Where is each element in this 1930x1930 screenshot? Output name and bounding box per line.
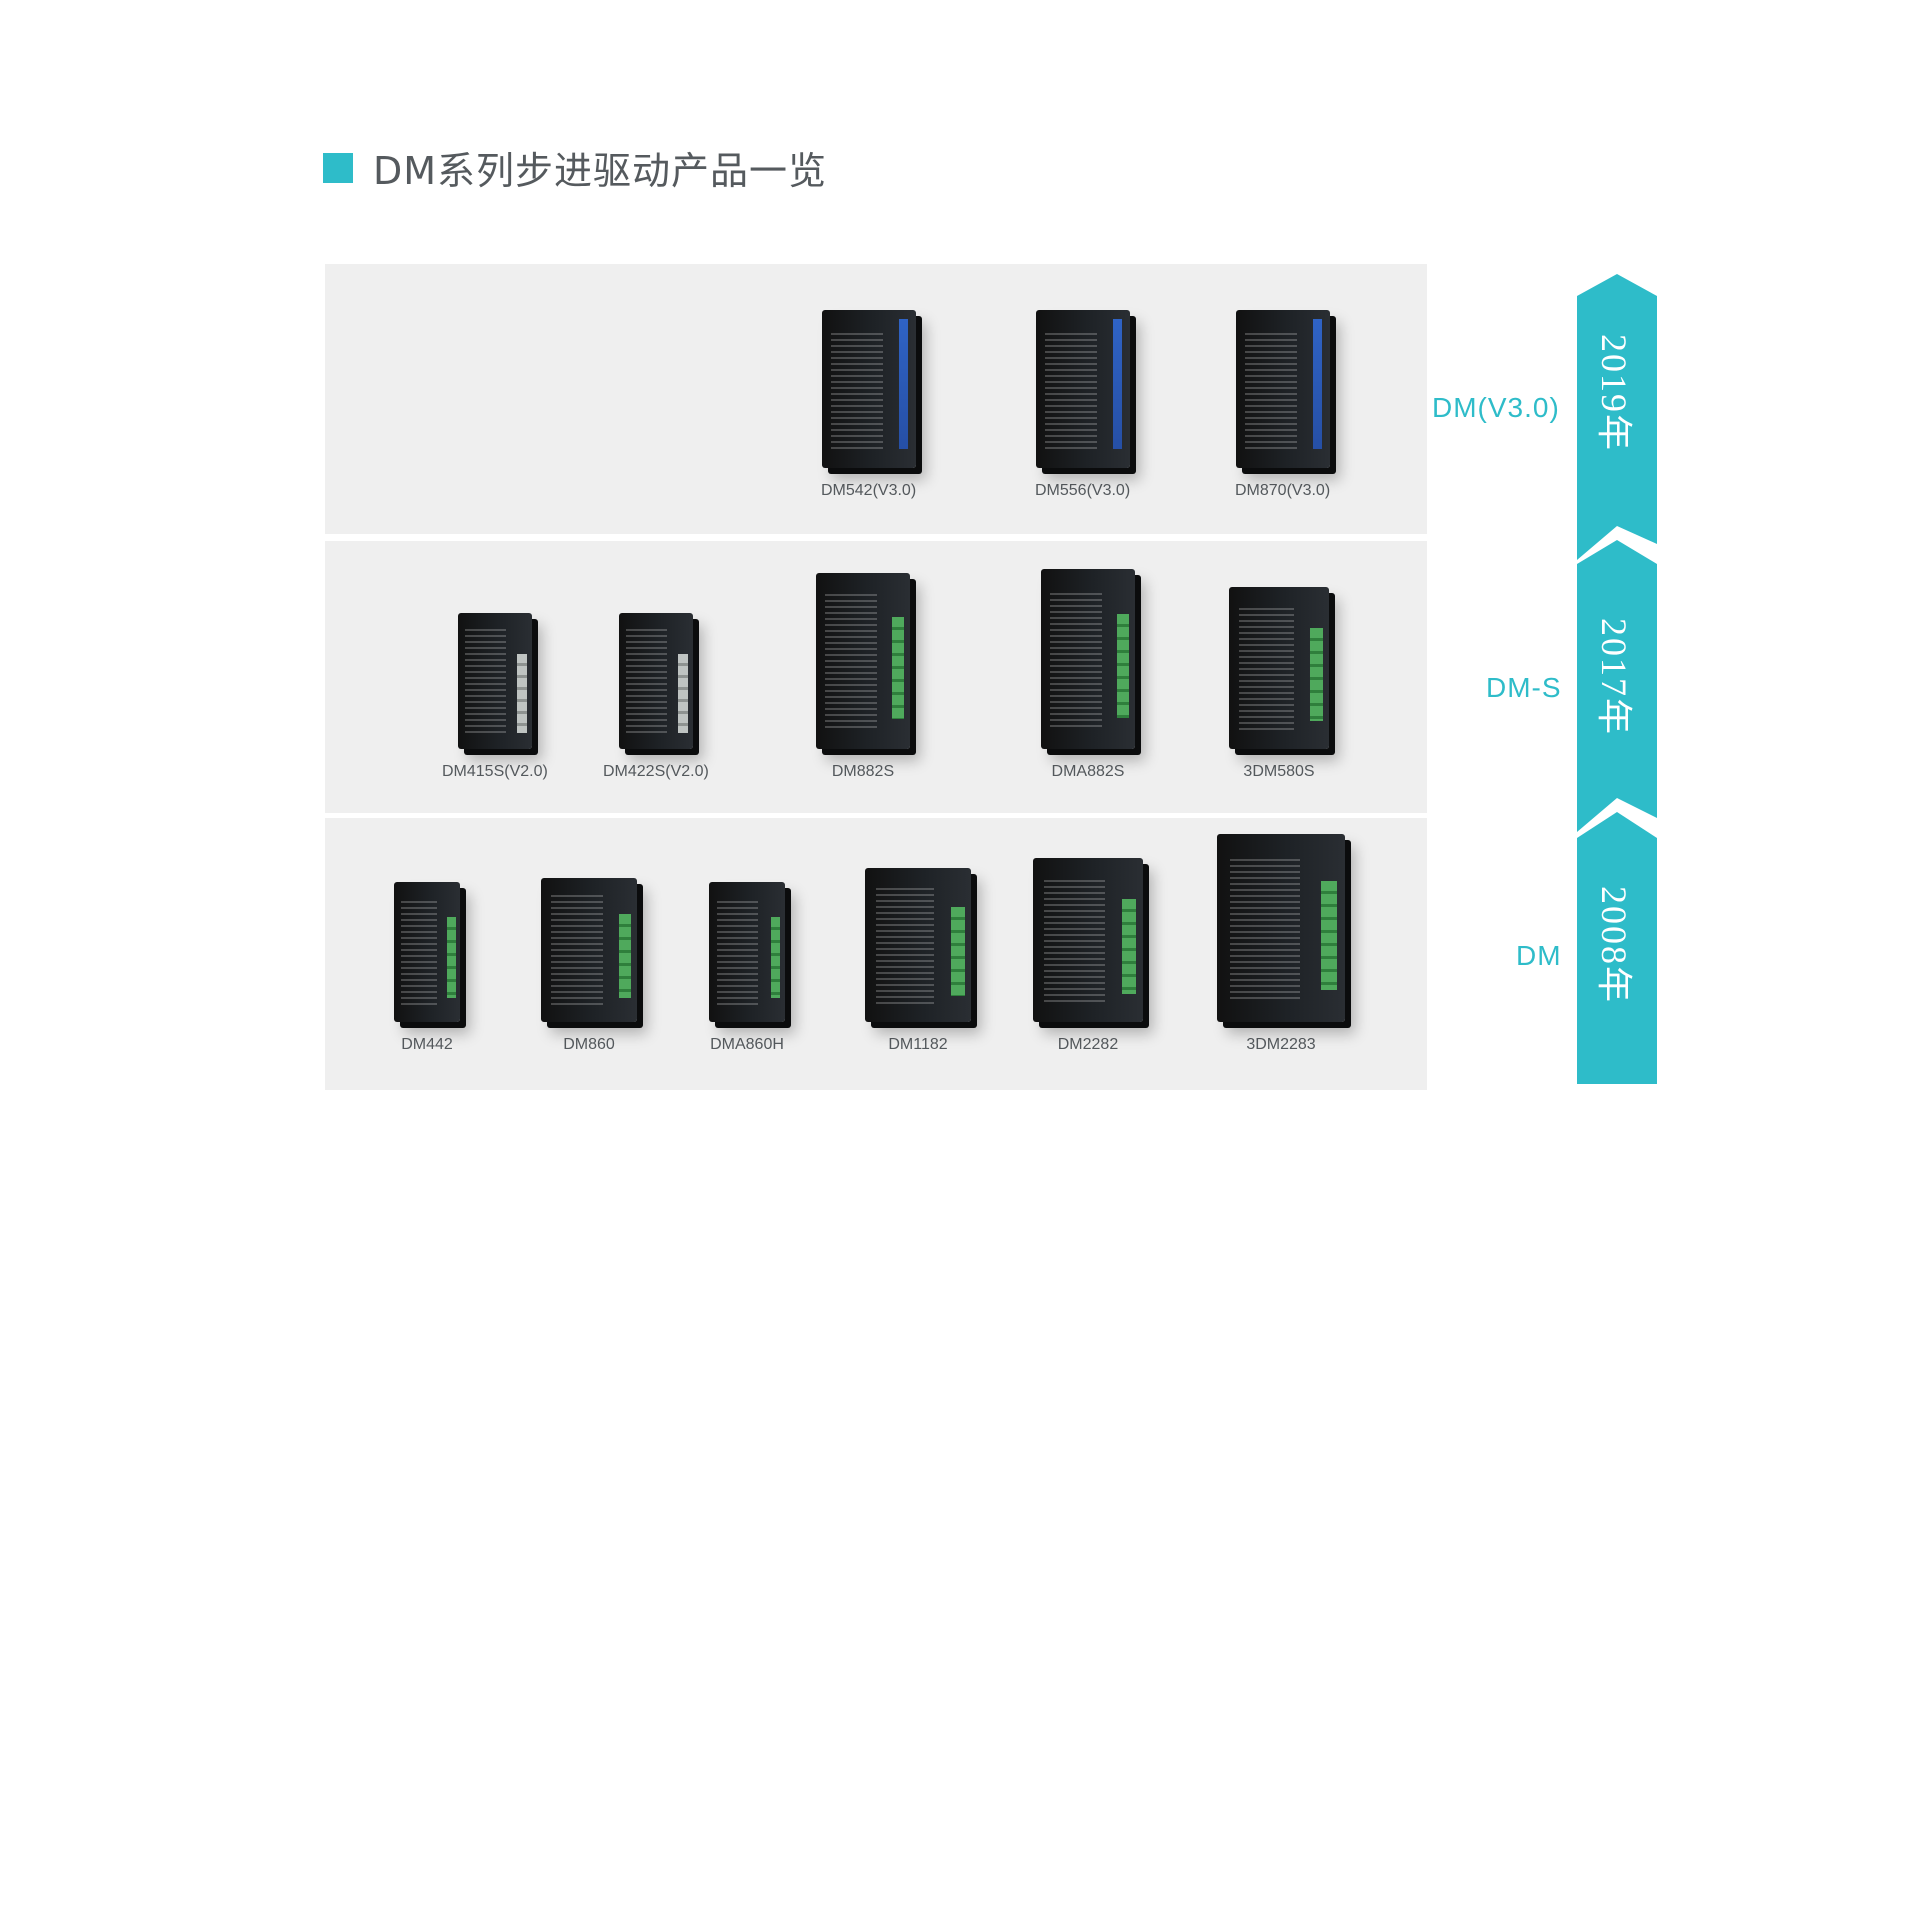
product-card[interactable]: DMA860H [709, 882, 785, 1054]
year-timeline: 2019年 2017年 2008年 [1577, 274, 1657, 1084]
product-image [816, 573, 910, 749]
product-label: DMA860H [710, 1036, 784, 1053]
timeline-segment-2017 [1577, 540, 1657, 832]
product-card[interactable]: 3DM580S [1229, 587, 1329, 781]
product-card[interactable]: DMA882S [1041, 569, 1135, 781]
product-card[interactable]: DM422S(V2.0) [603, 613, 709, 781]
year-label-2008: 2008年 [1594, 886, 1634, 1005]
product-image [1235, 310, 1330, 468]
year-label-2019: 2019年 [1594, 334, 1634, 453]
product-card[interactable]: DM442 [394, 882, 460, 1054]
product-image [709, 882, 785, 1022]
timeline-ribbon [1577, 274, 1657, 1084]
timeline-segment-2008 [1577, 812, 1657, 1084]
product-label: DM422S(V2.0) [603, 763, 709, 780]
product-image [1041, 569, 1135, 749]
product-label: DM2282 [1057, 1036, 1119, 1053]
product-card[interactable]: 3DM2283 [1217, 834, 1345, 1054]
product-image [1229, 587, 1329, 749]
series-label-dm: DM [1516, 940, 1562, 971]
product-card[interactable]: DM860 [541, 878, 637, 1054]
product-image [394, 882, 460, 1022]
series-label-dm-s: DM-S [1486, 672, 1562, 703]
product-label: DM870(V3.0) [1235, 482, 1331, 499]
product-card[interactable]: DM1182 [865, 868, 971, 1054]
product-card[interactable]: DM882S [816, 573, 910, 781]
product-card[interactable]: DM2282 [1033, 858, 1143, 1054]
product-card[interactable]: DM870(V3.0) [1235, 310, 1330, 500]
product-image [1217, 834, 1345, 1022]
product-label: DM542(V3.0) [821, 482, 917, 499]
product-label: DM442 [401, 1036, 453, 1053]
product-image [821, 310, 916, 468]
series-label-dm-v3: DM(V3.0) [1432, 392, 1560, 423]
product-label: 3DM2283 [1246, 1036, 1316, 1053]
page-header: DM系列步进驱动产品一览 [323, 140, 827, 195]
product-image [1035, 310, 1130, 468]
series-panel-dm-s: DM415S(V2.0) DM422S(V2.0) DM882S DMA882S… [325, 541, 1427, 813]
series-panel-dm: DM442 DM860 DMA860H DM1182 DM2282 3DM228… [325, 818, 1427, 1090]
title-marker [323, 152, 353, 183]
product-label: 3DM580S [1243, 763, 1315, 780]
timeline-segment-2019 [1577, 274, 1657, 560]
product-label: DM860 [563, 1036, 615, 1053]
page-title: DM系列步进驱动产品一览 [373, 149, 828, 193]
product-card[interactable]: DM415S(V2.0) [442, 613, 548, 781]
product-image [865, 868, 971, 1022]
product-label: DM415S(V2.0) [442, 763, 548, 780]
product-image [618, 613, 693, 749]
product-image [457, 613, 532, 749]
product-image [1033, 858, 1143, 1022]
product-label: DM882S [831, 763, 895, 780]
product-card[interactable]: DM556(V3.0) [1035, 310, 1130, 500]
product-label: DM1182 [888, 1036, 948, 1053]
product-card[interactable]: DM542(V3.0) [821, 310, 916, 500]
series-panel-dm-v3: DM542(V3.0) DM556(V3.0) DM870(V3.0) [325, 264, 1427, 534]
product-label: DM556(V3.0) [1035, 482, 1131, 499]
product-label: DMA882S [1051, 763, 1125, 780]
year-label-2017: 2017年 [1594, 618, 1634, 737]
product-image [541, 878, 637, 1022]
